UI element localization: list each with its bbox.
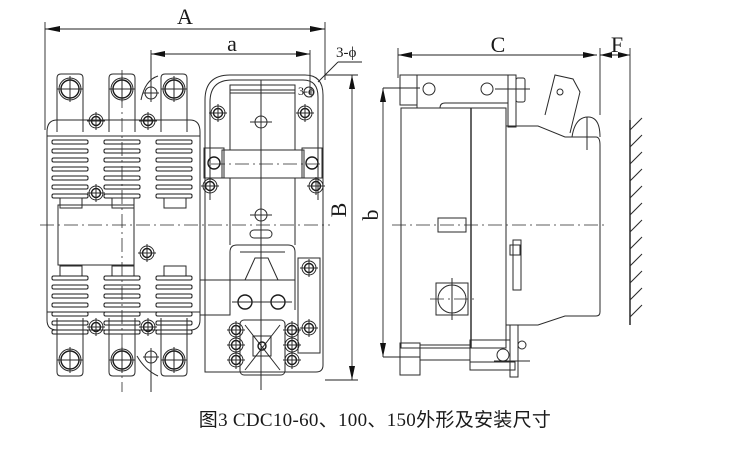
label-a-lower: a xyxy=(227,31,237,56)
dimension-f-clearance: F xyxy=(600,32,631,325)
mounting-wall xyxy=(629,117,643,325)
dimension-b-hole-spacing: b xyxy=(358,87,420,358)
dimension-c-depth: C xyxy=(397,32,601,115)
label-b-lower: b xyxy=(358,210,383,221)
label-a-upper: A xyxy=(177,4,193,29)
label-3-phi: 3-ϕ xyxy=(336,45,356,61)
label-f: F xyxy=(611,32,623,57)
side-view: C F b xyxy=(358,32,643,378)
figure-caption: 图3 CDC10-60、100、150外形及安装尺寸 xyxy=(198,410,552,431)
power-contact-block xyxy=(40,56,330,392)
front-view: A a 3-ϕ 3-ϕ xyxy=(40,4,362,392)
label-b-upper: B xyxy=(326,203,351,218)
dimension-a-overall-width: A xyxy=(44,4,326,130)
dimension-b-overall-height: B xyxy=(325,74,358,381)
coil-magnet-block xyxy=(199,74,326,390)
label-c: C xyxy=(491,32,506,57)
